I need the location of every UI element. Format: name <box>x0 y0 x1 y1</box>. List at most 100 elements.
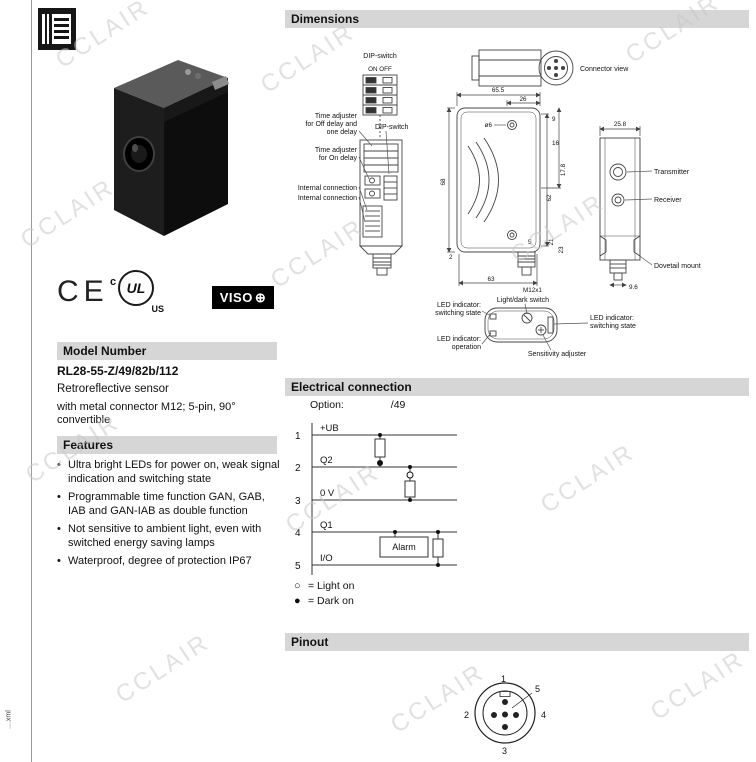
product-photo <box>114 60 229 236</box>
resistor-symbol <box>374 438 386 458</box>
watermark-text: CCLAIR <box>645 645 750 726</box>
dark-on-symbol: ● <box>294 595 301 607</box>
ul-letters: UL <box>126 280 146 296</box>
watermark-text: CCLAIR <box>110 628 215 709</box>
led-switching-right-label: switching state <box>590 323 636 330</box>
model-code: RL28-55-Z/49/82b/112 <box>57 364 179 378</box>
led-switching-left-label: LED indicator: <box>437 302 481 309</box>
visolux-plus-icon: ⊕ <box>254 289 267 305</box>
dim-68: 68 <box>440 178 447 186</box>
internal-connection-label: Internal connection <box>298 195 357 202</box>
time-adjuster-on-label: Time adjuster <box>315 147 358 154</box>
features-header: Features <box>57 436 277 454</box>
dim-9-6: 9.6 <box>629 284 638 291</box>
dip-switch-label: DIP-switch <box>363 53 397 60</box>
connector-nub <box>212 76 229 90</box>
dim-16: 16 <box>552 140 560 147</box>
pin-number: 2 <box>295 463 301 474</box>
dim-5: 5 <box>528 239 532 246</box>
option-row: Option: /49 <box>310 399 405 411</box>
time-adjuster-off-label: one delay <box>327 129 358 136</box>
feature-item: • Programmable time function GAN, GAB, I… <box>57 491 281 518</box>
pinout-number-4: 4 <box>541 710 546 720</box>
led-dot <box>195 73 201 79</box>
electrical-header-label: Electrical connection <box>291 380 412 394</box>
pinout-header: Pinout <box>285 633 749 651</box>
pinout-number-2: 2 <box>464 710 469 720</box>
dip-switch-label-2: DIP-switch <box>375 124 409 131</box>
pinout-diagram: 1 5 4 2 3 <box>464 674 546 756</box>
led-operation-label: operation <box>452 344 481 351</box>
dark-on-dot <box>377 460 383 466</box>
resistor-symbol <box>432 538 444 558</box>
dark-on-text: = Dark on <box>308 595 354 607</box>
option-value: /49 <box>390 399 406 411</box>
side-view-right-drawing <box>599 137 641 281</box>
feature-text: Waterproof, degree of protection IP67 <box>68 555 252 567</box>
pinout-header-label: Pinout <box>291 635 329 649</box>
registration-mark-logo <box>38 8 76 50</box>
pinout-number-1: 1 <box>501 674 506 684</box>
feature-text: Ultra bright LEDs for power on, weak sig… <box>68 459 280 485</box>
dim-21: 21 <box>548 238 555 246</box>
model-description: with metal connector M12; 5-pin, 90° con… <box>57 401 236 426</box>
time-adjuster-on-label: for On delay <box>319 155 358 162</box>
feature-text: Programmable time function GAN, GAB, IAB… <box>68 491 265 517</box>
dim-23: 23 <box>558 246 565 254</box>
legend-dark-on: ● = Dark on <box>294 595 354 607</box>
pinout-number-5: 5 <box>535 684 540 694</box>
pin-number: 5 <box>295 561 301 572</box>
feature-text: Not sensitive to ambient light, even wit… <box>68 523 262 549</box>
led-dot <box>185 69 191 75</box>
circuit-nodes <box>377 433 440 567</box>
ul-c-label: c <box>110 276 117 288</box>
pin-number: 4 <box>295 528 301 539</box>
dip-switch-detail <box>362 74 398 138</box>
dimensions-header-label: Dimensions <box>291 12 360 26</box>
pin-number: 3 <box>295 496 301 507</box>
legend-light-on: ○ = Light on <box>294 580 354 592</box>
resistor-symbol <box>404 480 416 498</box>
time-adjuster-off-label: Time adjuster <box>315 113 358 120</box>
circuit-lines <box>311 423 457 575</box>
dim-2: 2 <box>449 254 453 261</box>
dimension-lines <box>446 92 641 288</box>
alarm-label: Alarm <box>392 542 416 552</box>
bullet-icon: • <box>57 523 61 535</box>
connector-pins <box>491 699 519 730</box>
dim-62: 62 <box>546 194 553 202</box>
ul-circle-logo: UL <box>118 270 154 306</box>
connector-view-label: Connector view <box>580 66 629 73</box>
dim-63: 63 <box>487 276 495 283</box>
dim-25-8: 25.8 <box>614 121 627 128</box>
top-view-drawing <box>484 307 558 343</box>
pin-signal-label: 0 V <box>320 488 335 499</box>
side-view-left-drawing <box>358 139 404 276</box>
ul-us-label: US <box>151 304 164 314</box>
features-list: • Ultra bright LEDs for power on, weak s… <box>57 459 281 574</box>
dim-hole: ø6 <box>485 122 493 129</box>
dim-26: 26 <box>519 96 527 103</box>
dim-65-5: 65.5 <box>492 87 505 94</box>
ce-mark: CE <box>57 275 109 308</box>
keyway-notch <box>499 691 511 697</box>
light-dark-switch-label: Light/dark switch <box>497 297 549 304</box>
ul-mark: c UL US <box>110 268 164 316</box>
pin-number: 1 <box>295 431 301 442</box>
internal-connection-label: Internal connection <box>298 185 357 192</box>
light-on-circle <box>406 471 414 479</box>
led-operation-label: LED indicator: <box>437 336 481 343</box>
features-header-label: Features <box>63 438 114 452</box>
dim-9: 9 <box>552 116 556 123</box>
page-margin-line <box>31 0 32 762</box>
sensitivity-adjuster-label: Sensitivity adjuster <box>528 351 587 358</box>
connector-face <box>474 682 536 744</box>
pin-signal-label: Q2 <box>320 455 333 466</box>
feature-item: • Ultra bright LEDs for power on, weak s… <box>57 459 281 486</box>
receiver-label: Receiver <box>654 197 682 204</box>
model-number-header-label: Model Number <box>63 344 147 358</box>
bullet-icon: • <box>57 491 61 503</box>
front-view-drawing <box>456 107 541 276</box>
bullet-icon: • <box>57 555 61 567</box>
